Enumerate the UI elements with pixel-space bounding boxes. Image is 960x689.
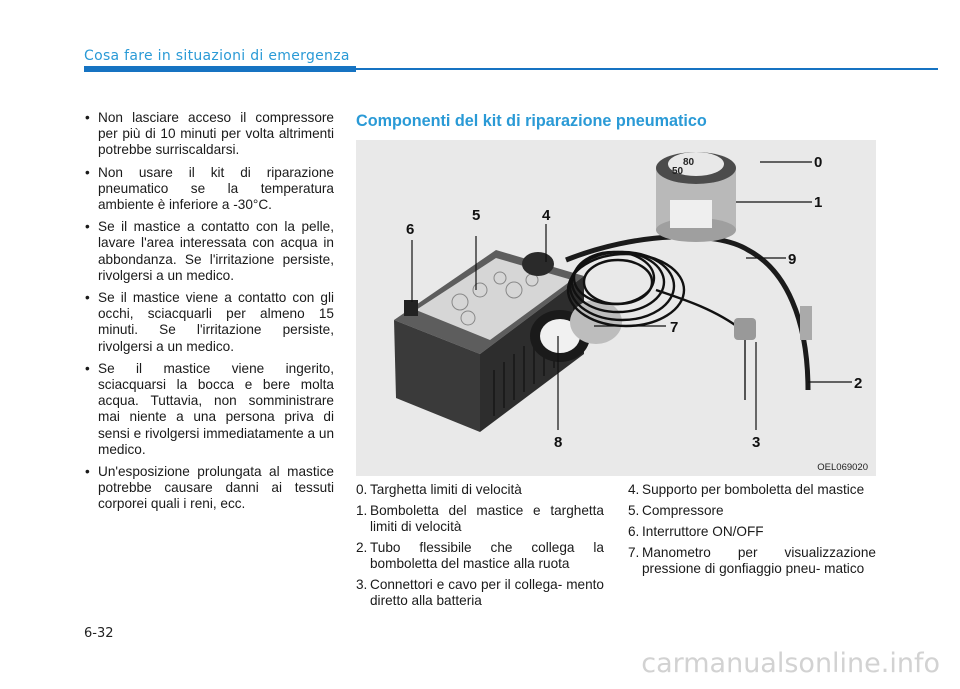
speed-label-top: 80 xyxy=(683,157,695,168)
figure-code: OEL069020 xyxy=(817,462,868,473)
watermark: carmanualsonline.info xyxy=(641,648,940,679)
legend-item: 3.Connettori e cavo per il collega- ment… xyxy=(356,577,604,608)
speed-label-bottom: 50 xyxy=(672,166,684,177)
callout-6: 6 xyxy=(406,221,414,238)
legend-item: 6.Interruttore ON/OFF xyxy=(628,524,764,539)
callout-2: 2 xyxy=(854,375,862,392)
callout-0: 0 xyxy=(814,154,822,171)
bullet-item: Un'esposizione prolungata al mastice pot… xyxy=(84,464,334,513)
bullet-item: Se il mastice viene a contatto con gli o… xyxy=(84,290,334,355)
components-legend-left: 0.Targhetta limiti di velocità 1.Bombole… xyxy=(356,482,604,614)
legend-item: 1.Bomboletta del mastice e targhetta lim… xyxy=(356,503,604,534)
bullet-item: Non lasciare acceso il compressore per p… xyxy=(84,110,334,159)
section-header: Cosa fare in situazioni di emergenza xyxy=(84,48,350,64)
legend-item: 5.Compressore xyxy=(628,503,724,518)
power-cable-coil xyxy=(566,250,743,331)
components-title: Componenti del kit di riparazione pneuma… xyxy=(356,112,707,130)
callout-7: 7 xyxy=(670,319,678,336)
page-number: 6-32 xyxy=(84,626,114,641)
callout-9: 9 xyxy=(788,251,796,268)
compressor-unit xyxy=(394,250,622,432)
legend-item: 4.Supporto per bomboletta del mastice xyxy=(628,482,865,497)
repair-kit-illustration: 80 50 0 1 2 3 4 5 6 7 8 9 xyxy=(394,152,862,451)
sealant-bottle: 80 50 xyxy=(656,152,736,242)
callout-5: 5 xyxy=(472,207,480,224)
repair-kit-figure: 80 50 0 1 2 3 4 5 6 7 8 9 xyxy=(356,140,876,476)
header-accent-bar xyxy=(84,66,356,72)
warning-bullets: Non lasciare acceso il compressore per p… xyxy=(84,110,334,519)
legend-item: 0.Targhetta limiti di velocità xyxy=(356,482,522,497)
legend-item: 7.Manometro per visualizzazione pression… xyxy=(628,545,876,576)
callout-3: 3 xyxy=(752,434,760,451)
bullet-item: Se il mastice a contatto con la pelle, l… xyxy=(84,219,334,284)
callout-1: 1 xyxy=(814,194,822,211)
legend-item: 2.Tubo flessibile che collega la bombole… xyxy=(356,540,604,571)
bullet-item: Se il mastice viene ingerito, sciacquars… xyxy=(84,361,334,458)
callout-8: 8 xyxy=(554,434,562,451)
callout-4: 4 xyxy=(542,207,551,224)
components-legend-right: 4.Supporto per bomboletta del mastice 5.… xyxy=(628,482,876,582)
bullet-item: Non usare il kit di riparazione pneumati… xyxy=(84,165,334,214)
header-rule xyxy=(356,68,938,70)
